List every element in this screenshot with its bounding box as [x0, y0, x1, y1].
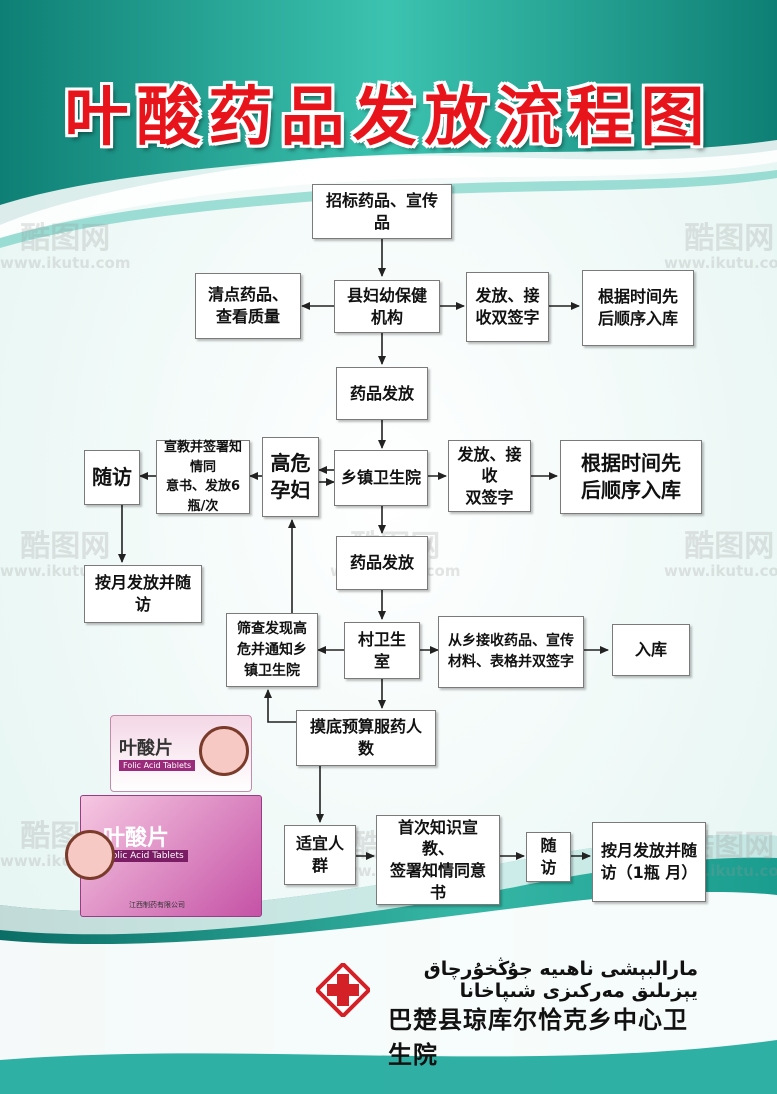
node-label: 宣教并签署知情同 意书、发放6瓶/次 — [163, 440, 242, 514]
product-name: 叶酸片 — [119, 738, 173, 759]
node-bid: 招标药品、宣传品 — [312, 184, 452, 239]
node-label: 随访 — [92, 465, 132, 489]
node-town-store: 根据时间先 后顺序入库 — [560, 440, 702, 514]
watermark-url: www.ikutu.com — [664, 254, 777, 272]
product-english-name: Folic Acid Tablets — [103, 850, 188, 862]
node-label: 清点药品、 查看质量 — [207, 285, 288, 326]
node-village-sign: 从乡接收药品、宣传 材料、表格并双签字 — [438, 616, 584, 688]
node-label: 筛查发现高 危并通知乡 镇卫生院 — [237, 620, 307, 679]
node-label: 入库 — [634, 640, 667, 660]
node-check: 清点药品、 查看质量 — [195, 273, 301, 339]
footer-uyghur-name: مارالبېشى ناھىيە جۇڭخۇرچاق يېزىلىق مەركى… — [423, 958, 698, 1002]
node-county-sign: 发放、接 收双签字 — [466, 272, 549, 342]
node-town-sign: 发放、接收 双签字 — [448, 440, 531, 512]
footer-hospital-name: 巴楚县琼库尔恰克乡中心卫生院 — [388, 1006, 688, 1069]
node-village-store: 入库 — [612, 624, 690, 676]
product-name: 叶酸片 — [103, 826, 170, 851]
product-english-name: Folic Acid Tablets — [119, 760, 196, 771]
node-label: 按月发放并随访 — [94, 573, 191, 614]
node-monthly2: 按月发放并随 访（1瓶 月） — [592, 822, 706, 902]
node-dispense2: 药品发放 — [336, 536, 428, 590]
node-label: 从乡接收药品、宣传 材料、表格并双签字 — [448, 633, 574, 670]
page-title: 叶酸药品发放流程图 — [64, 81, 713, 155]
node-label: 县妇幼保健机构 — [346, 285, 427, 327]
node-followup: 随访 — [84, 450, 140, 505]
node-label: 发放、接收 双签字 — [457, 444, 522, 507]
node-label: 乡镇卫生院 — [341, 468, 422, 488]
node-label: 按月发放并随 访（1瓶 月） — [600, 841, 698, 882]
watermark-url: www.ikutu.com — [664, 562, 777, 580]
node-township: 乡镇卫生院 — [334, 450, 428, 506]
node-monthly1: 按月发放并随访 — [84, 565, 202, 623]
node-county: 县妇幼保健机构 — [334, 280, 440, 333]
node-label: 高危 孕妇 — [270, 451, 311, 502]
node-label: 招标药品、宣传品 — [325, 190, 438, 232]
product-box: 叶酸片 Folic Acid Tablets 江西制药有限公司 — [65, 795, 262, 917]
baby-face-icon — [65, 830, 115, 880]
watermark-url: www.ikutu.com — [0, 254, 131, 272]
node-label: 根据时间先 后顺序入库 — [597, 287, 678, 328]
node-high-risk: 高危 孕妇 — [262, 437, 319, 517]
product-bottle-card: 叶酸片 Folic Acid Tablets — [110, 715, 252, 792]
node-dispense1: 药品发放 — [336, 367, 428, 420]
product-maker: 江西制药有限公司 — [129, 901, 185, 909]
node-label: 发放、接 收双签字 — [475, 286, 540, 327]
node-consent6: 宣教并签署知情同 意书、发放6瓶/次 — [156, 440, 250, 514]
node-followup2: 随访 — [526, 832, 571, 882]
node-label: 药品发放 — [349, 553, 414, 573]
node-first-edu: 首次知识宣教、 签署知情同意书 — [376, 815, 500, 905]
node-village: 村卫生室 — [344, 622, 420, 679]
watermark-logo: 酷图网 — [684, 221, 775, 256]
arrow-survey-screen — [264, 689, 296, 723]
node-label: 适宜人群 — [295, 834, 344, 875]
node-eligible: 适宜人群 — [284, 825, 356, 885]
node-county-store: 根据时间先 后顺序入库 — [582, 270, 694, 346]
red-cross-icon — [314, 961, 372, 1019]
baby-face-icon — [199, 726, 249, 776]
node-screen: 筛查发现高 危并通知乡 镇卫生院 — [226, 613, 318, 687]
node-label: 根据时间先 后顺序入库 — [581, 451, 681, 502]
node-label: 村卫生室 — [357, 629, 406, 671]
watermark-logo: 酷图网 — [20, 529, 111, 564]
node-label: 首次知识宣教、 签署知情同意书 — [389, 817, 486, 902]
node-label: 随访 — [540, 836, 557, 877]
watermark-logo: 酷图网 — [684, 529, 775, 564]
watermark-logo: 酷图网 — [20, 221, 111, 256]
node-label: 药品发放 — [349, 383, 414, 403]
node-survey: 摸底预算服药人数 — [296, 710, 436, 766]
product-illustration: 叶酸片 Folic Acid Tablets 叶酸片 Folic Acid Ta… — [65, 715, 262, 917]
node-label: 摸底预算服药人数 — [309, 717, 422, 758]
